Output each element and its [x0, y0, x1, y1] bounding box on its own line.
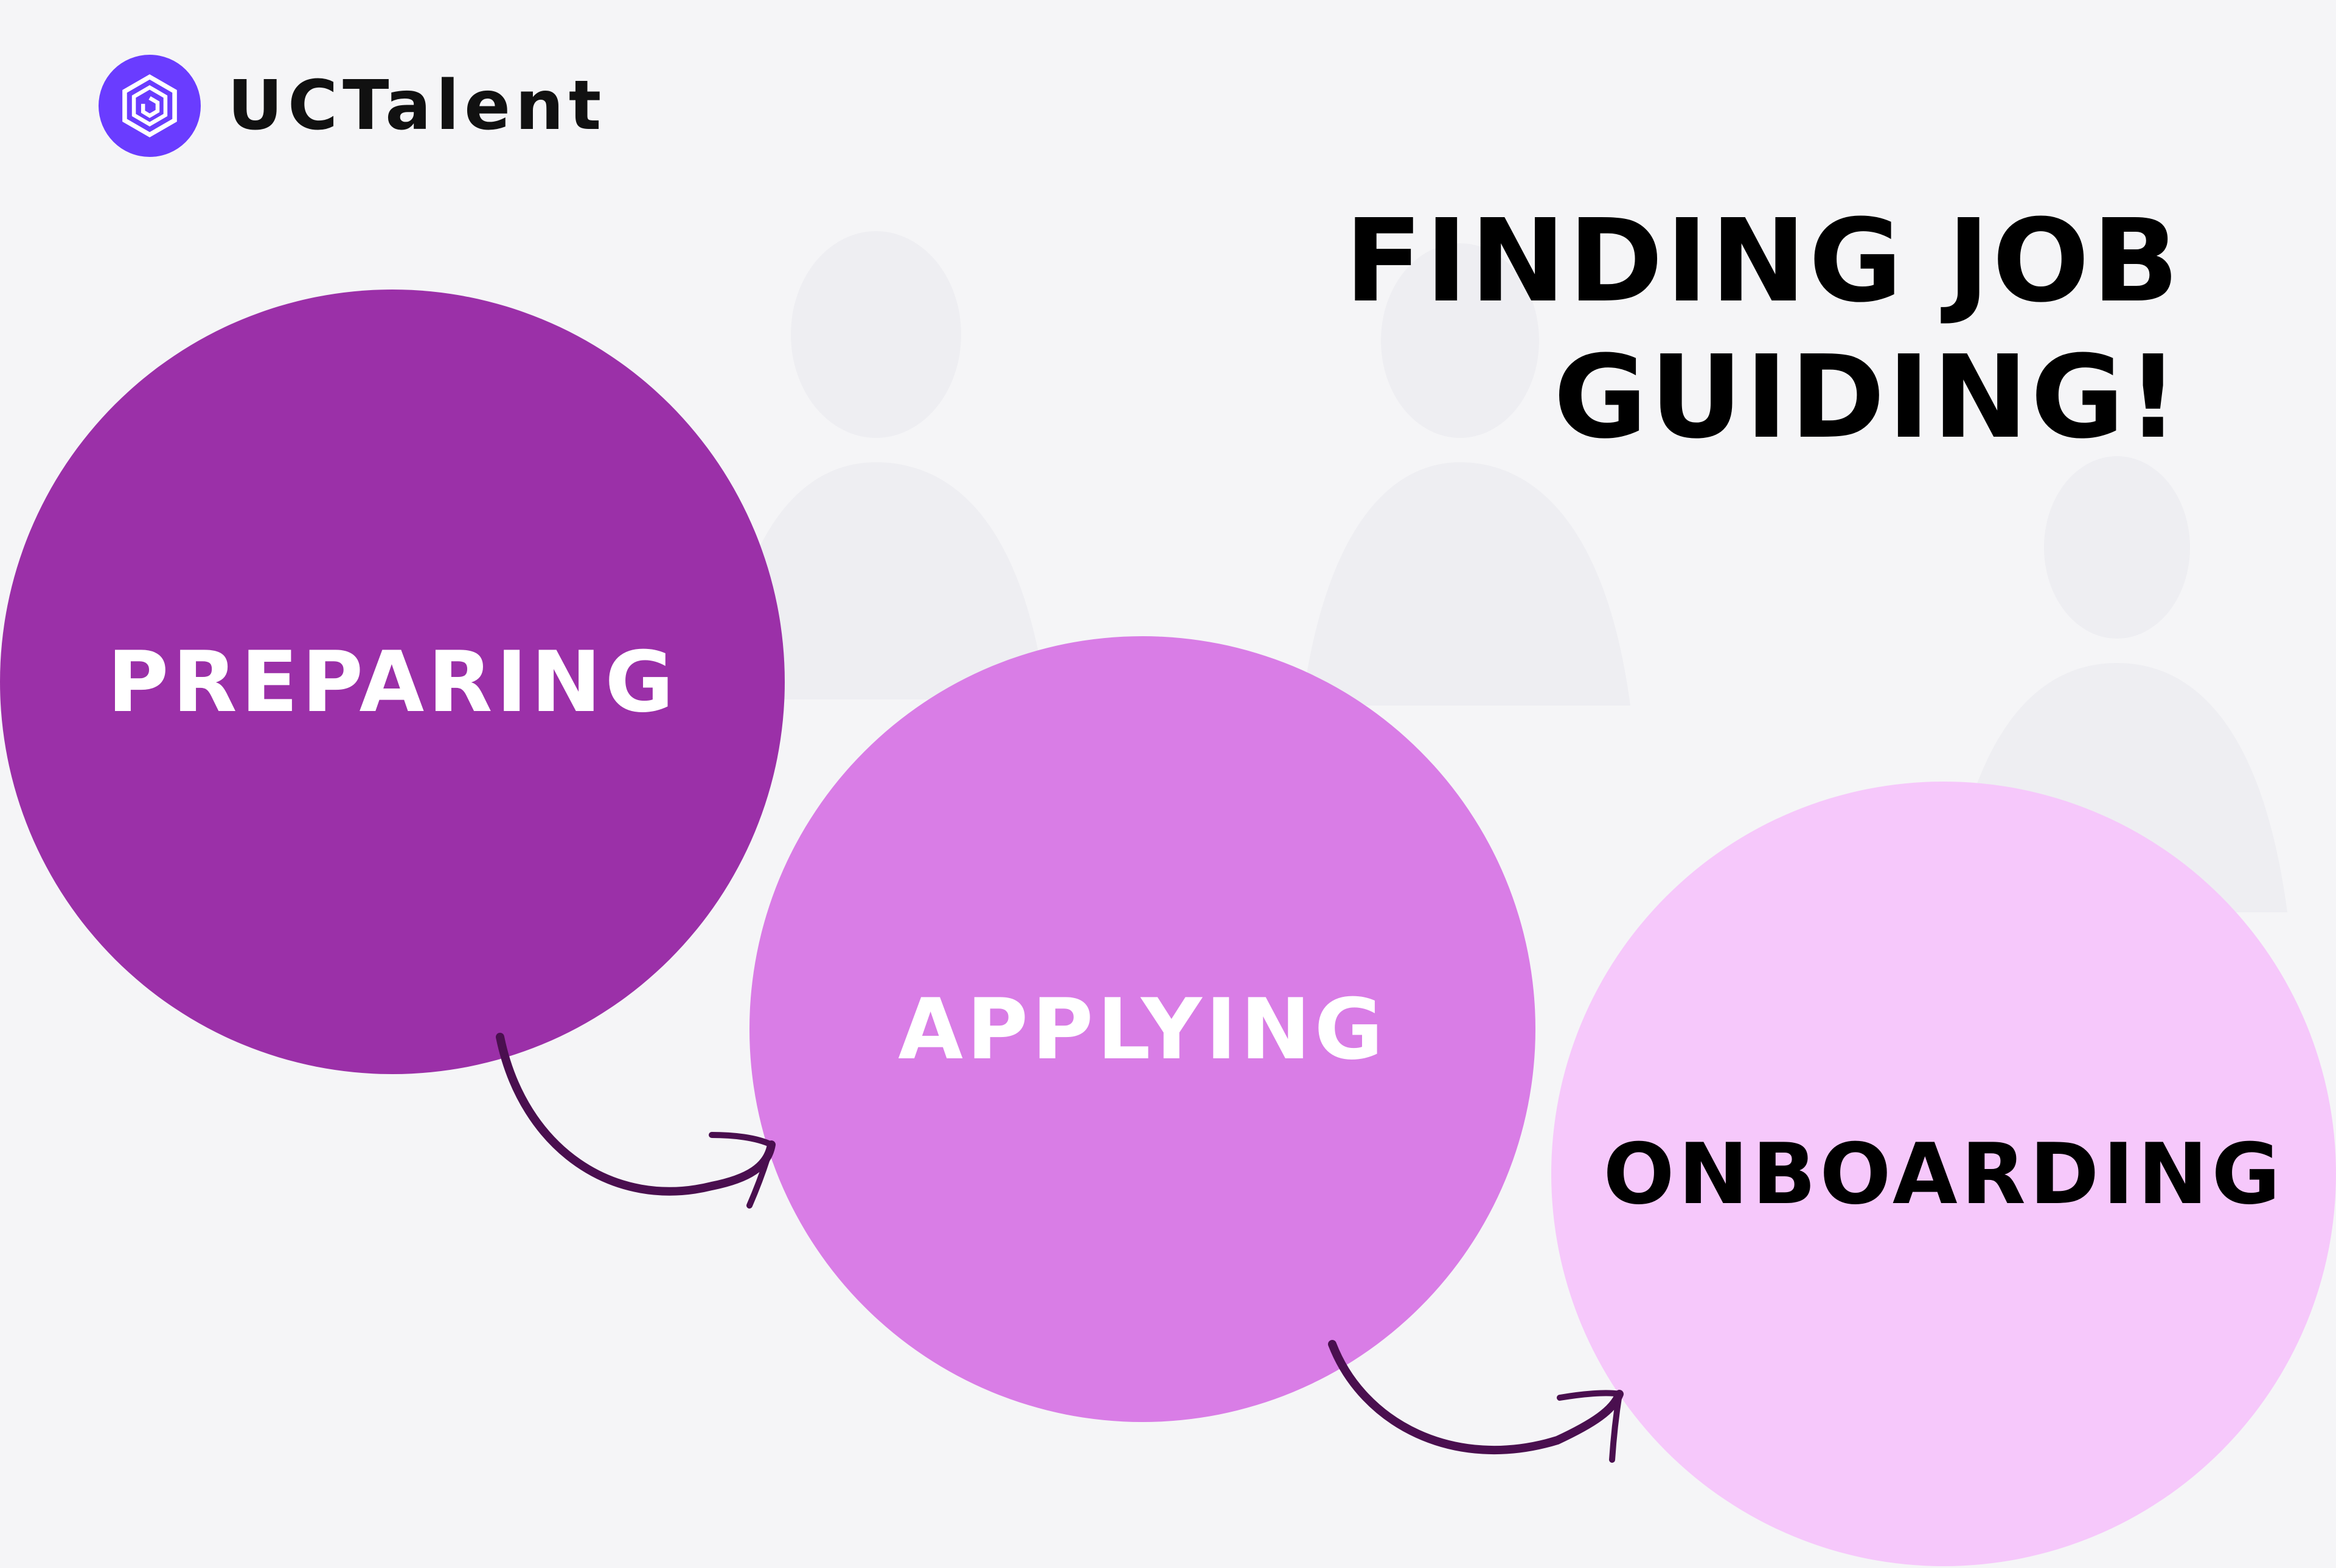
step-onboarding-label: ONBOARDING [1603, 1125, 2284, 1223]
step-applying: APPLYING [749, 636, 1535, 1422]
step-onboarding: ONBOARDING [1551, 782, 2336, 1566]
title-line-1: FINDING JOB [1344, 195, 2181, 328]
step-preparing: PREPARING [0, 290, 785, 1074]
uctalent-logo [99, 55, 201, 157]
arrow-preparing-to-applying [496, 1033, 776, 1209]
brand-header: UCTalent [99, 55, 606, 157]
hexagon-spiral-icon [122, 74, 177, 137]
step-preparing-label: PREPARING [107, 633, 678, 731]
brand-name: UCTalent [228, 66, 607, 145]
page-title: FINDING JOB GUIDING! [1344, 193, 2181, 466]
step-applying-label: APPLYING [898, 980, 1387, 1078]
title-line-2: GUIDING! [1553, 331, 2181, 464]
arrow-applying-to-onboarding [1328, 1340, 1624, 1463]
